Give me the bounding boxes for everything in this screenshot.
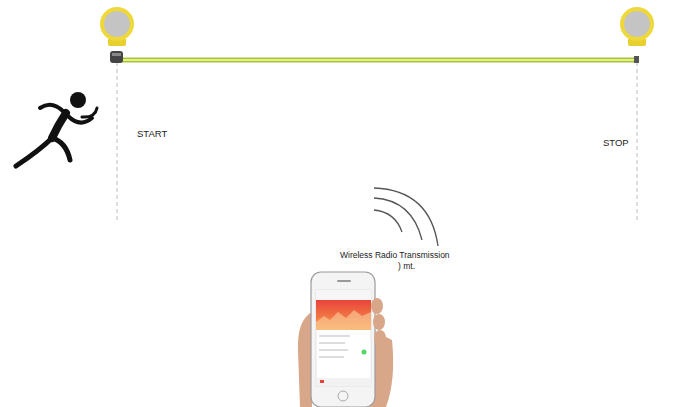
light-beam-core — [117, 59, 637, 61]
light-beam — [117, 58, 637, 63]
fingers — [371, 298, 386, 346]
runner-icon — [16, 92, 97, 166]
start-marker — [117, 62, 118, 220]
radio-waves — [374, 188, 438, 246]
stop-sensor — [620, 7, 654, 63]
annotation-text: Wireless Radio Transmission — [340, 251, 450, 260]
stop-marker — [637, 62, 638, 220]
start-sensor — [100, 7, 134, 63]
line-label: STOP — [603, 138, 629, 148]
line-label: START — [137, 129, 167, 139]
smartphone — [311, 272, 375, 407]
annotation-text: ) mt. — [398, 262, 415, 271]
hand — [298, 312, 312, 407]
